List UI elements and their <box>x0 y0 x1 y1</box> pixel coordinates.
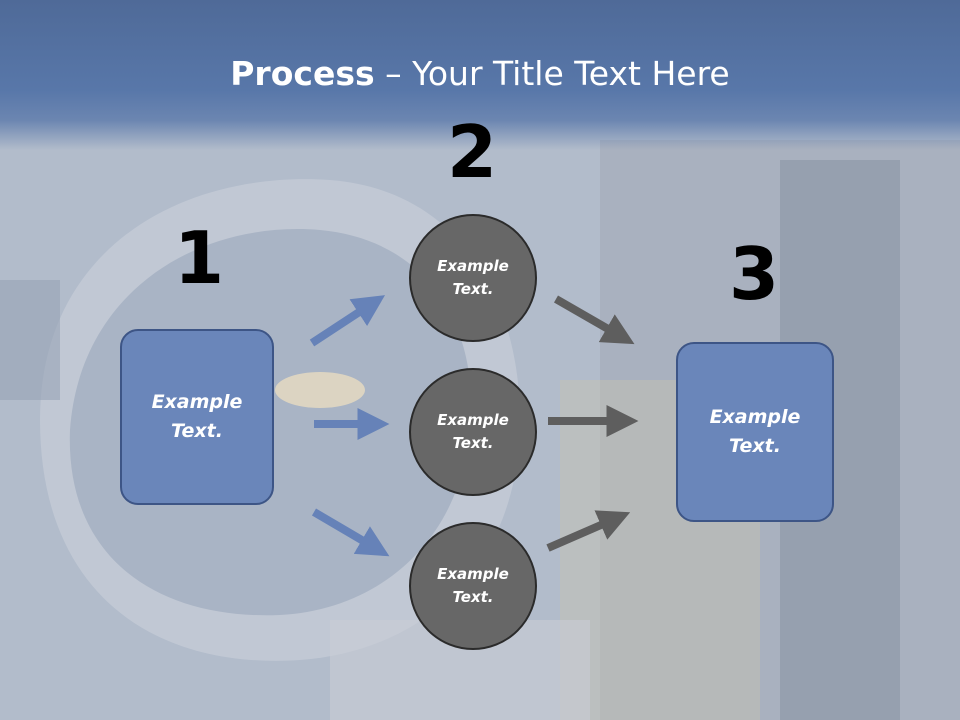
slide-title: Process – Your Title Text Here <box>0 52 960 96</box>
step-2-circle-middle: Example Text. <box>409 368 537 496</box>
step-2-circle-top-text: Example Text. <box>437 257 509 298</box>
arrow-top-to-3 <box>554 295 635 345</box>
step-1-box-text: Example Text. <box>151 391 243 442</box>
step-2-circle-bottom: Example Text. <box>409 522 537 650</box>
title-rest: – Your Title Text Here <box>374 54 730 93</box>
step-3-box: Example Text. <box>676 342 834 522</box>
arrow-1-to-top <box>309 295 386 347</box>
step-2-circle-middle-text: Example Text. <box>437 411 509 452</box>
arrow-1-to-bottom <box>311 508 390 557</box>
step-3-box-text: Example Text. <box>709 406 801 457</box>
step-number-1: 1 <box>173 216 225 300</box>
step-number-3: 3 <box>728 232 780 316</box>
step-2-circle-bottom-text: Example Text. <box>437 565 509 606</box>
step-number-2: 2 <box>446 110 498 194</box>
step-1-box: Example Text. <box>120 329 274 505</box>
title-bold: Process <box>230 54 375 93</box>
title-band <box>0 0 960 150</box>
step-2-circle-top: Example Text. <box>409 214 537 342</box>
arrow-bottom-to-3 <box>546 510 631 552</box>
